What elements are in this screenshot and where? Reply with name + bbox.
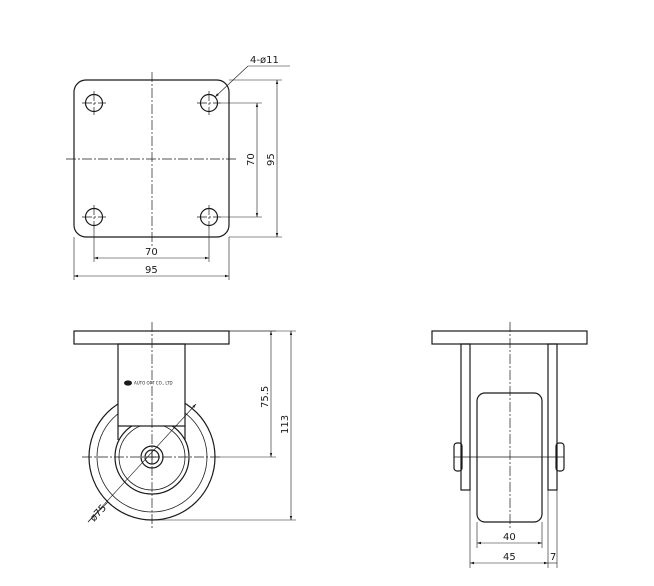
brand-logo (124, 380, 132, 386)
dim-offset-label: 7 (550, 552, 556, 563)
dim-hole-spacing-x-label: 70 (145, 247, 158, 258)
dim-wheel-diameter-label: ø75 (88, 503, 109, 524)
dim-plate-height-label: 95 (266, 153, 277, 166)
dim-wheel-width-label: 40 (503, 532, 516, 543)
mounting-hole (197, 91, 221, 115)
mounting-hole (82, 91, 106, 115)
top-plate-side (431, 330, 588, 345)
top-plate-front (73, 330, 230, 345)
side-view: 40 45 7 (431, 322, 588, 568)
front-view: AUTO OPT CO., LTD ø75 75.5 113 (73, 322, 296, 530)
dim-bracket-width-label: 45 (503, 552, 516, 563)
mounting-hole (82, 205, 106, 229)
wheel-side-profile (476, 392, 543, 523)
dim-line-wheel-diameter (87, 403, 197, 523)
dim-hole-spacing-y-label: 70 (246, 153, 257, 166)
hole-callout-label: 4-ø11 (250, 55, 279, 66)
top-view: 4-ø11 70 95 70 95 (66, 55, 290, 280)
mounting-plate-outline (73, 79, 230, 238)
dim-axle-height-label: 75.5 (260, 386, 271, 408)
brand-label: AUTO OPT CO., LTD (134, 381, 173, 386)
dim-plate-width-label: 95 (145, 265, 158, 276)
mounting-hole (197, 205, 221, 229)
dim-total-height-label: 113 (280, 415, 291, 434)
